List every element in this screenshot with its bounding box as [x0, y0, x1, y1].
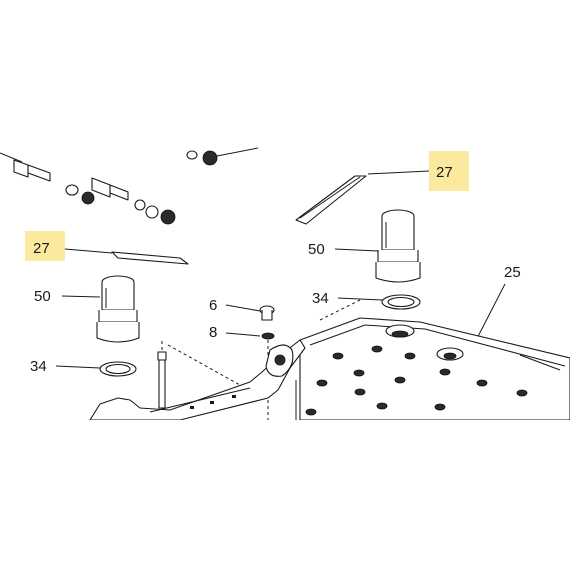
bolt-assembly-upper-left [0, 152, 176, 225]
lower-blank-area [0, 420, 570, 570]
connector-part-50-right [375, 209, 421, 283]
strip-part-27-left [111, 251, 189, 265]
callout-34-right: 34 [312, 290, 329, 307]
callout-25: 25 [504, 264, 521, 281]
nut-top [186, 147, 259, 166]
callout-50-right: 50 [308, 241, 325, 258]
base-plate-assembly-25 [295, 317, 570, 421]
callout-27-left-highlight [25, 231, 65, 261]
callout-27-right: 27 [436, 164, 453, 181]
frame-rail [89, 299, 361, 421]
callout-27-right-highlight [429, 151, 469, 191]
ring-part-34-right [381, 294, 421, 310]
callout-50-left: 50 [34, 288, 51, 305]
ring-part-34-left [99, 361, 137, 377]
washer-part-8 [261, 332, 275, 340]
callout-34-left: 34 [30, 358, 47, 375]
callout-8: 8 [209, 324, 217, 341]
strip-part-27-right [295, 175, 367, 225]
callout-27-left: 27 [33, 240, 50, 257]
connector-part-50-left [96, 275, 140, 343]
callout-6: 6 [209, 297, 217, 314]
screw-part-6 [259, 305, 275, 321]
